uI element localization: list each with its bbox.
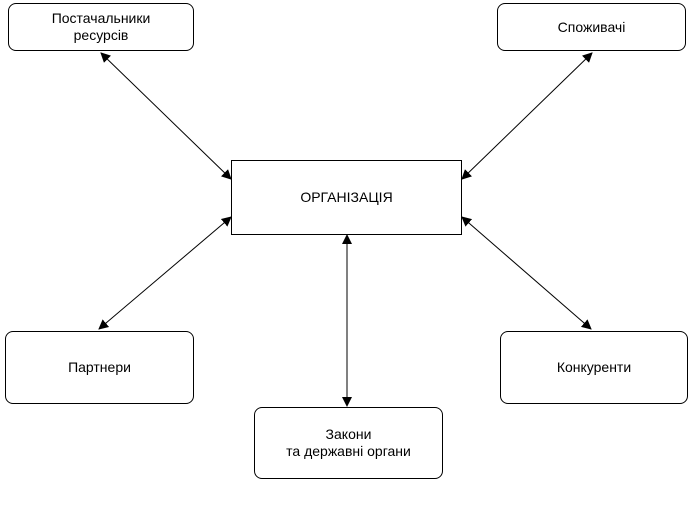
connector-competitors-organization [461, 216, 592, 330]
consumers-box: Споживачі [497, 3, 686, 51]
organization-box: ОРГАНІЗАЦІЯ [231, 160, 462, 235]
competitors-box: Конкуренти [500, 331, 688, 404]
connector-partners-organization [98, 216, 232, 330]
partners-box: Партнери [5, 331, 194, 404]
connector-suppliers-organization [100, 52, 232, 180]
connector-consumers-organization [461, 52, 593, 180]
resource-suppliers-box: Постачальники ресурсів [8, 3, 194, 51]
laws-government-box: Закони та державні органи [254, 407, 443, 479]
